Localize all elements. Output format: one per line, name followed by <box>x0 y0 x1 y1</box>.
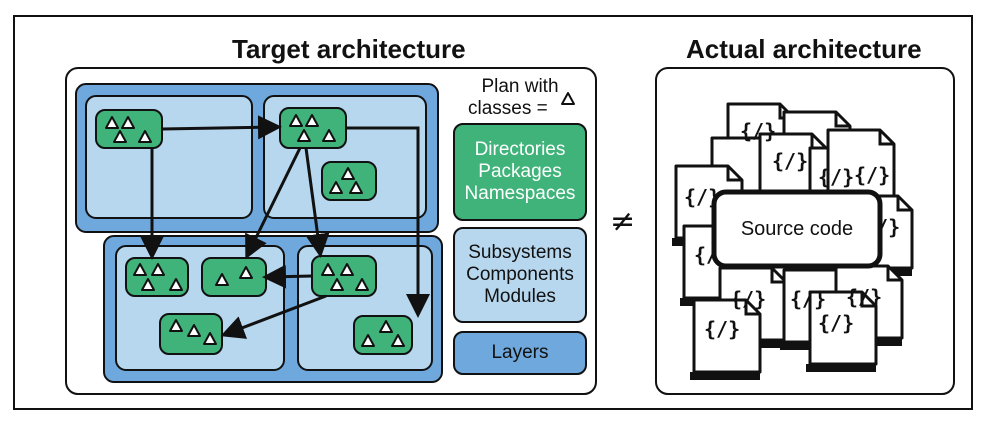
arrow-b-to-e <box>245 147 302 260</box>
legend-directories-label: Directories Packages Namespaces <box>464 139 576 204</box>
package-c <box>321 161 377 201</box>
target-architecture-title: Target architecture <box>232 34 466 64</box>
package-e <box>201 257 267 297</box>
svg-text:{/}: {/} <box>818 165 854 189</box>
arrow-a-to-b <box>161 115 282 140</box>
svg-text:{/}: {/} <box>818 311 854 335</box>
legend-plan-line2: classes = <box>468 98 548 119</box>
package-a <box>95 109 163 149</box>
code-icon: {/} <box>740 119 776 143</box>
dependency-arrows <box>140 115 430 339</box>
package-b <box>279 107 347 149</box>
arrow-f-to-g <box>220 294 327 339</box>
outer-frame <box>13 15 973 410</box>
legend-layers-label: Layers <box>491 342 549 363</box>
legend-plan-line1: Plan with <box>481 76 559 97</box>
code-glyphs: {/} {/} {/} {/} {/} {/} {/} {/} {/} {/} … <box>684 119 900 341</box>
svg-text:{/}: {/} <box>772 149 808 173</box>
arrow-f-to-e <box>262 264 313 289</box>
legend-directories-box <box>453 123 587 221</box>
legend-subsystems-box <box>453 227 587 323</box>
legend-layers-box <box>453 331 587 375</box>
svg-text:{/}: {/} <box>704 317 740 341</box>
package-h <box>353 315 413 355</box>
arrow-b-to-h <box>346 126 430 318</box>
package-g <box>159 313 223 355</box>
svg-text:{/}: {/} <box>846 285 882 309</box>
svg-text:{/}: {/} <box>790 287 826 311</box>
arrow-b-to-f <box>304 147 330 258</box>
not-equal-symbol: ≠ <box>610 204 636 239</box>
package-d <box>125 257 189 297</box>
source-code-box <box>711 189 883 269</box>
package-f <box>311 255 377 297</box>
svg-text:{/}: {/} <box>854 163 890 187</box>
svg-text:{/}: {/} <box>730 287 766 311</box>
legend-subsystems-label: Subsystems Components Modules <box>466 242 574 307</box>
source-code-label: Source code <box>740 218 854 240</box>
actual-architecture-title: Actual architecture <box>686 34 922 64</box>
